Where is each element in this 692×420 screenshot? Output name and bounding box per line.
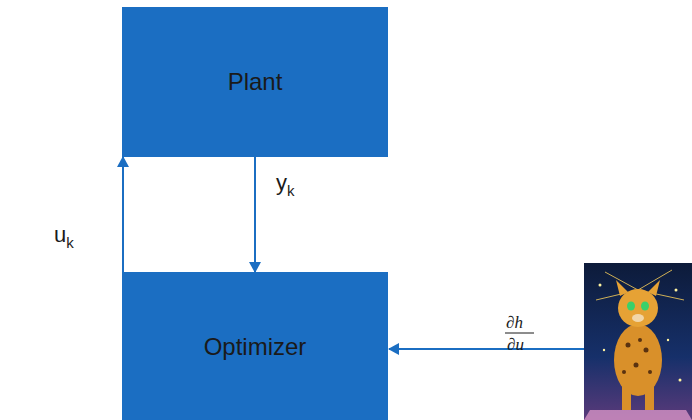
fraction-bar [505,333,534,334]
process-box: Plant [122,7,388,157]
box-title: Plant [228,68,283,96]
process-box: Optimizer [122,272,388,420]
cheetah-illustration [584,263,692,420]
signal-name: uk [54,224,74,250]
signal-arrow [122,157,124,272]
gradient-term: ∂h [506,314,523,331]
gradient-arrow [389,348,584,350]
signal-name: yk [276,172,295,198]
gradient-term: ∂u [507,336,524,353]
box-title: Optimizer [204,333,307,361]
signal-arrow [254,157,256,272]
